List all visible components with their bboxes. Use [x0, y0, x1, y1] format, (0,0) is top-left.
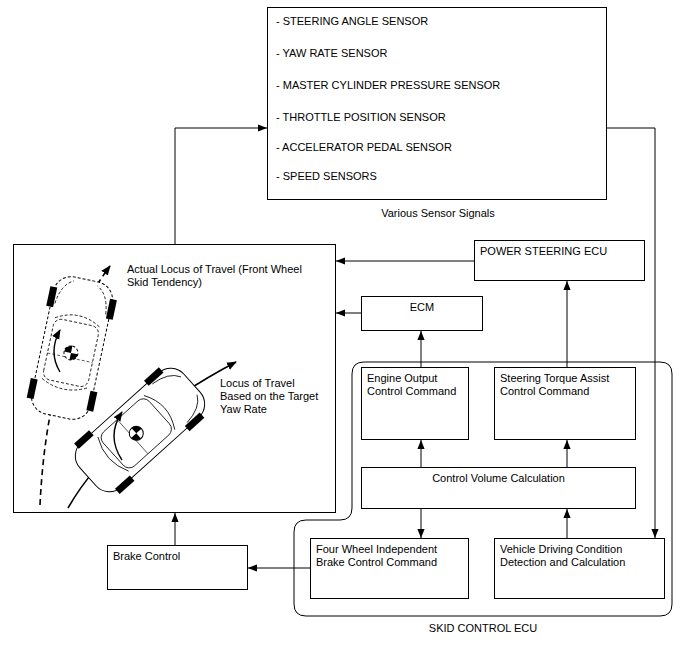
- process-box: Four Wheel Independent Brake Control Com…: [310, 538, 469, 599]
- process-box: Engine Output Control Command: [361, 367, 469, 440]
- node-text: Four Wheel Independent Brake Control Com…: [316, 543, 463, 569]
- node-text: - YAW RATE SENSOR: [276, 47, 387, 60]
- node-text: SKID CONTROL ECU: [294, 622, 672, 635]
- skidding-car: [24, 272, 120, 423]
- node-text: Control Volume Calculation: [367, 472, 630, 485]
- node-text: Vehicle Driving Condition Detection and …: [500, 543, 659, 569]
- node-text: ECM: [367, 301, 477, 314]
- connector-arrow: [567, 281, 568, 367]
- node-text: POWER STEERING ECU: [480, 245, 639, 258]
- process-box: Steering Torque Assist Control Command: [494, 367, 636, 440]
- connector-arrow: [421, 509, 422, 538]
- connector-arrow: [248, 568, 310, 569]
- connector-arrow: [175, 513, 176, 545]
- node-text: - THROTTLE POSITION SENSOR: [276, 111, 446, 124]
- process-box: Control Volume Calculation: [361, 467, 636, 509]
- node-text: - SPEED SENSORS: [276, 170, 377, 183]
- skid-control-ecu-outline: SKID CONTROL ECUEngine Output Control Co…: [294, 362, 672, 616]
- ecu-outline-path: [294, 362, 672, 616]
- node-text: - ACCELERATOR PEDAL SENSOR: [276, 141, 452, 154]
- node-text: - MASTER CYLINDER PRESSURE SENSOR: [276, 79, 500, 92]
- connector-arrow: [421, 440, 422, 467]
- node-text: Engine Output Control Command: [367, 372, 463, 398]
- node-text: Steering Torque Assist Control Command: [500, 372, 630, 398]
- connector-arrow: [336, 313, 361, 314]
- node-text: Brake Control: [113, 550, 242, 563]
- sensor-list-box: - STEERING ANGLE SENSOR - YAW RATE SENSOR…: [267, 7, 607, 200]
- ecu-box: POWER STEERING ECU: [474, 240, 645, 281]
- node-text: Various Sensor Signals: [268, 207, 608, 220]
- ecu-box: ECM: [361, 296, 483, 331]
- yaw-arrow: [114, 412, 122, 460]
- process-box: Brake Control: [107, 545, 248, 590]
- vehicle-behavior-box: Actual Locus of Travel (Front Wheel Skid…: [13, 244, 336, 513]
- connector-arrow: [567, 440, 568, 467]
- connector-arrow: [175, 128, 267, 244]
- node-text: - STEERING ANGLE SENSOR: [276, 15, 428, 28]
- connector-arrow: [336, 261, 474, 262]
- target-car: [65, 358, 215, 502]
- node-text: Locus of Travel Based on the Target Yaw …: [220, 377, 324, 416]
- yaw-arrow: [54, 330, 60, 372]
- node-text: Actual Locus of Travel (Front Wheel Skid…: [127, 263, 317, 289]
- process-box: Vehicle Driving Condition Detection and …: [494, 538, 665, 599]
- connector-arrow: [567, 509, 568, 538]
